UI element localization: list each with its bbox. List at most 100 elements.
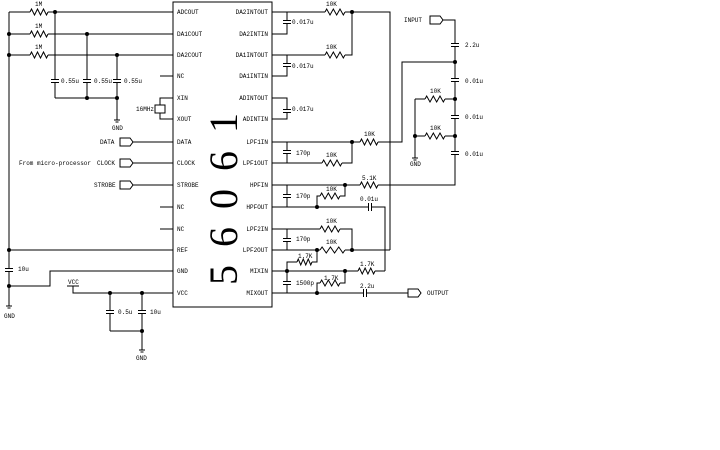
pin-label-right: MIXOUT (246, 290, 268, 297)
pin-label-left: NC (177, 226, 185, 233)
label-input: INPUT (404, 17, 422, 24)
pin-label-right: DA2INTIN (239, 31, 268, 38)
pin-label-right: ADINTIN (243, 116, 269, 123)
junction-dot (115, 96, 119, 100)
resistor-icon (321, 158, 343, 168)
pin-label-left: NC (177, 204, 185, 211)
wire (340, 271, 346, 284)
junction-dot (140, 329, 144, 333)
wire (345, 11, 391, 250)
wire (159, 97, 173, 105)
junction-dot (7, 284, 11, 288)
connector-icon (119, 137, 134, 147)
resistor-icon (296, 257, 313, 267)
label-c-vcc1: 0.5u (118, 309, 133, 316)
wire (316, 195, 320, 207)
label-source-note: From micro-processor (19, 160, 91, 167)
label-r-hpffb: 10K (326, 186, 337, 193)
resistor-icon (29, 29, 49, 39)
label-gnd2: GND (4, 313, 15, 320)
junction-dot (7, 248, 11, 252)
connector-icon (429, 15, 444, 25)
wire (342, 142, 353, 164)
wire (312, 250, 318, 263)
label-c-lpf1: 170p (296, 150, 311, 157)
label-c3: 0.55u (124, 78, 142, 85)
connector-icon (119, 158, 134, 168)
resistor-icon (29, 7, 49, 17)
pin-label-right: DA1INTIN (239, 73, 268, 80)
wire (378, 61, 455, 143)
pin-label-right: DA2INTOUT (236, 9, 269, 16)
label-c-hpf: 170p (296, 193, 311, 200)
label-r-hpfin: 5.1K (362, 175, 377, 182)
wire (159, 113, 173, 120)
pin-label-left: NC (177, 73, 185, 80)
resistor-icon (359, 180, 379, 190)
wire (272, 24, 288, 35)
pin-label-left: GND (177, 268, 188, 275)
label-r-f2: 10K (430, 125, 441, 132)
pin-label-left: XIN (177, 95, 188, 102)
label-r-da2: 10K (326, 1, 337, 8)
label-r-mix2: 1.7K (360, 261, 375, 268)
label-c-da1: 0.017u (292, 63, 314, 70)
wire (272, 113, 288, 120)
label-c-ad: 0.017u (292, 106, 314, 113)
wire (340, 228, 353, 250)
wire (378, 155, 456, 186)
label-c-vcc2: 10u (150, 309, 161, 316)
label-gnd3: GND (136, 355, 147, 362)
wire (340, 185, 346, 197)
resistor-icon (29, 50, 49, 60)
label-clock: CLOCK (97, 160, 115, 167)
wire (443, 19, 456, 43)
label-c-ref: 10u (18, 266, 29, 273)
junction-dot (85, 96, 89, 100)
label-r-mix3: 1.7K (324, 275, 339, 282)
label-c-in: 2.2u (465, 42, 480, 49)
pin-label-right: HPFIN (250, 182, 268, 189)
resistor-icon (424, 131, 446, 141)
label-c-f3: 0.01u (465, 151, 483, 158)
junction-dot (350, 248, 354, 252)
ic-chip (172, 1, 273, 308)
resistor-icon (319, 246, 346, 254)
pin-label-left: STROBE (177, 182, 199, 189)
pin-label-left: VCC (177, 290, 188, 297)
label-vcc: VCC (68, 279, 79, 286)
label-r-da1: 10K (326, 44, 337, 51)
pin-label-left: DA1COUT (177, 31, 203, 38)
label-gnd1: GND (112, 125, 123, 132)
label-c1: 0.55u (61, 78, 79, 85)
wire (272, 67, 288, 77)
pin-label-left: CLOCK (177, 160, 195, 167)
label-r-f1: 10K (430, 88, 441, 95)
wire (286, 261, 297, 271)
pin-label-left: ADCOUT (177, 9, 199, 16)
wire (272, 97, 288, 109)
label-c-f2: 0.01u (465, 114, 483, 121)
wire (72, 286, 173, 294)
label-r-lpf2fb: 10K (326, 239, 337, 246)
label-r-lpf2in: 10K (326, 218, 337, 225)
label-strobe: STROBE (94, 182, 116, 189)
wire (316, 282, 320, 293)
resistor-icon (324, 50, 346, 60)
label-c-lpf2: 170p (296, 236, 311, 243)
label-c-mix: 1500p (296, 280, 314, 287)
pin-label-left: XOUT (177, 116, 192, 123)
resistor-icon (359, 137, 379, 147)
label-r-lpf1fb: 10K (326, 152, 337, 159)
wire (9, 270, 173, 287)
label-c-da2: 0.017u (292, 19, 314, 26)
pin-label-left: REF (177, 247, 188, 254)
junction-dot (413, 134, 417, 138)
label-c-hpfout: 0.01u (360, 196, 378, 203)
resistor-icon (424, 94, 446, 104)
resistor-icon (357, 266, 376, 276)
resistor-icon (319, 224, 341, 234)
label-r-lpf1in: 10K (364, 131, 375, 138)
pin-label-right: LPF2OUT (243, 247, 269, 254)
